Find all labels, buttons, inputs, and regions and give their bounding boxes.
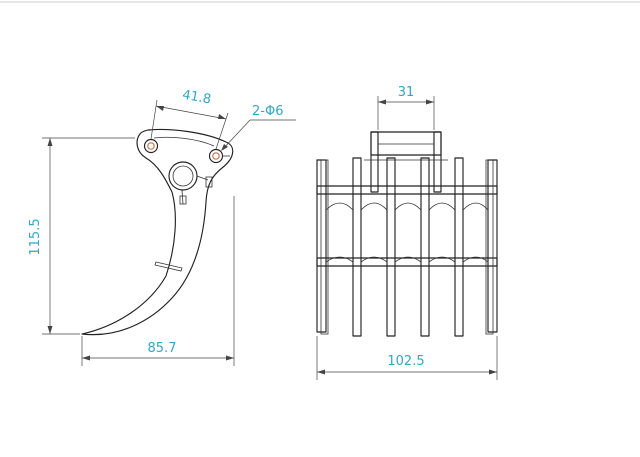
lower-gussets (325, 256, 489, 263)
dim-pin-spacing-label: 41.8 (181, 88, 212, 108)
top-crossbar (316, 185, 498, 195)
shank-plate-edge (153, 136, 215, 147)
upper-gussets (325, 202, 489, 211)
shank-outline (81, 128, 234, 336)
dim-width (81, 196, 235, 366)
tine-6 (485, 159, 494, 335)
dim-width-label: 85.7 (148, 341, 177, 356)
dim-front-width-label: 102.5 (387, 354, 424, 369)
dim-front-width (316, 336, 498, 380)
bottom-crossbar (316, 257, 498, 267)
front-view: 31 102.5 (316, 85, 498, 380)
right-pin (208, 148, 230, 164)
tine-2 (386, 157, 396, 337)
tine-1 (352, 157, 362, 337)
tines (320, 157, 494, 337)
dim-height (42, 137, 135, 335)
tine-3 (420, 157, 430, 337)
hole-callout-label: 2-Φ6 (252, 104, 283, 119)
wear-plate (154, 261, 183, 272)
center-boss (168, 161, 213, 205)
side-view: 115.5 85.7 41.8 2-Φ6 (28, 88, 296, 366)
dim-pin-spacing (150, 99, 229, 150)
tine-4 (454, 157, 464, 337)
tine-5 (320, 159, 329, 335)
dim-mount-width (377, 96, 435, 130)
left-pin (143, 138, 159, 154)
hole-leader (221, 119, 296, 151)
dim-mount-width-label: 31 (398, 85, 415, 100)
dim-height-label: 115.5 (28, 218, 43, 255)
mount-bracket (364, 131, 448, 193)
right-side-plate (487, 159, 498, 333)
